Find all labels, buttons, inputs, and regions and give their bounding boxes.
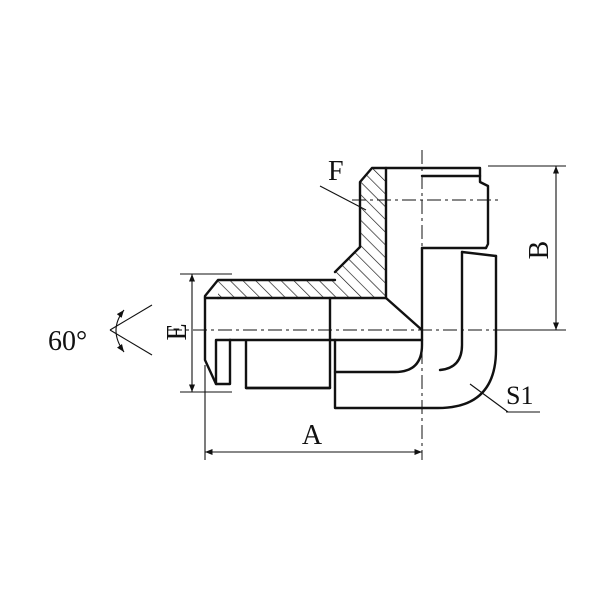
- label-s1: S1: [506, 381, 533, 410]
- label-angle: 60°: [48, 326, 87, 357]
- leader-s1: [469, 383, 509, 413]
- body-section-hatch: [218, 168, 386, 298]
- cone-angle-dimension: [109, 304, 153, 356]
- label-f: F: [328, 156, 344, 187]
- dimension-b: [488, 165, 566, 331]
- label-e: E: [162, 323, 193, 340]
- leader-f: [319, 185, 367, 211]
- dimension-a: [204, 365, 422, 460]
- label-a: A: [302, 420, 323, 451]
- dimension-e: [180, 273, 232, 393]
- label-b: B: [524, 241, 555, 260]
- center-lines: [168, 150, 560, 460]
